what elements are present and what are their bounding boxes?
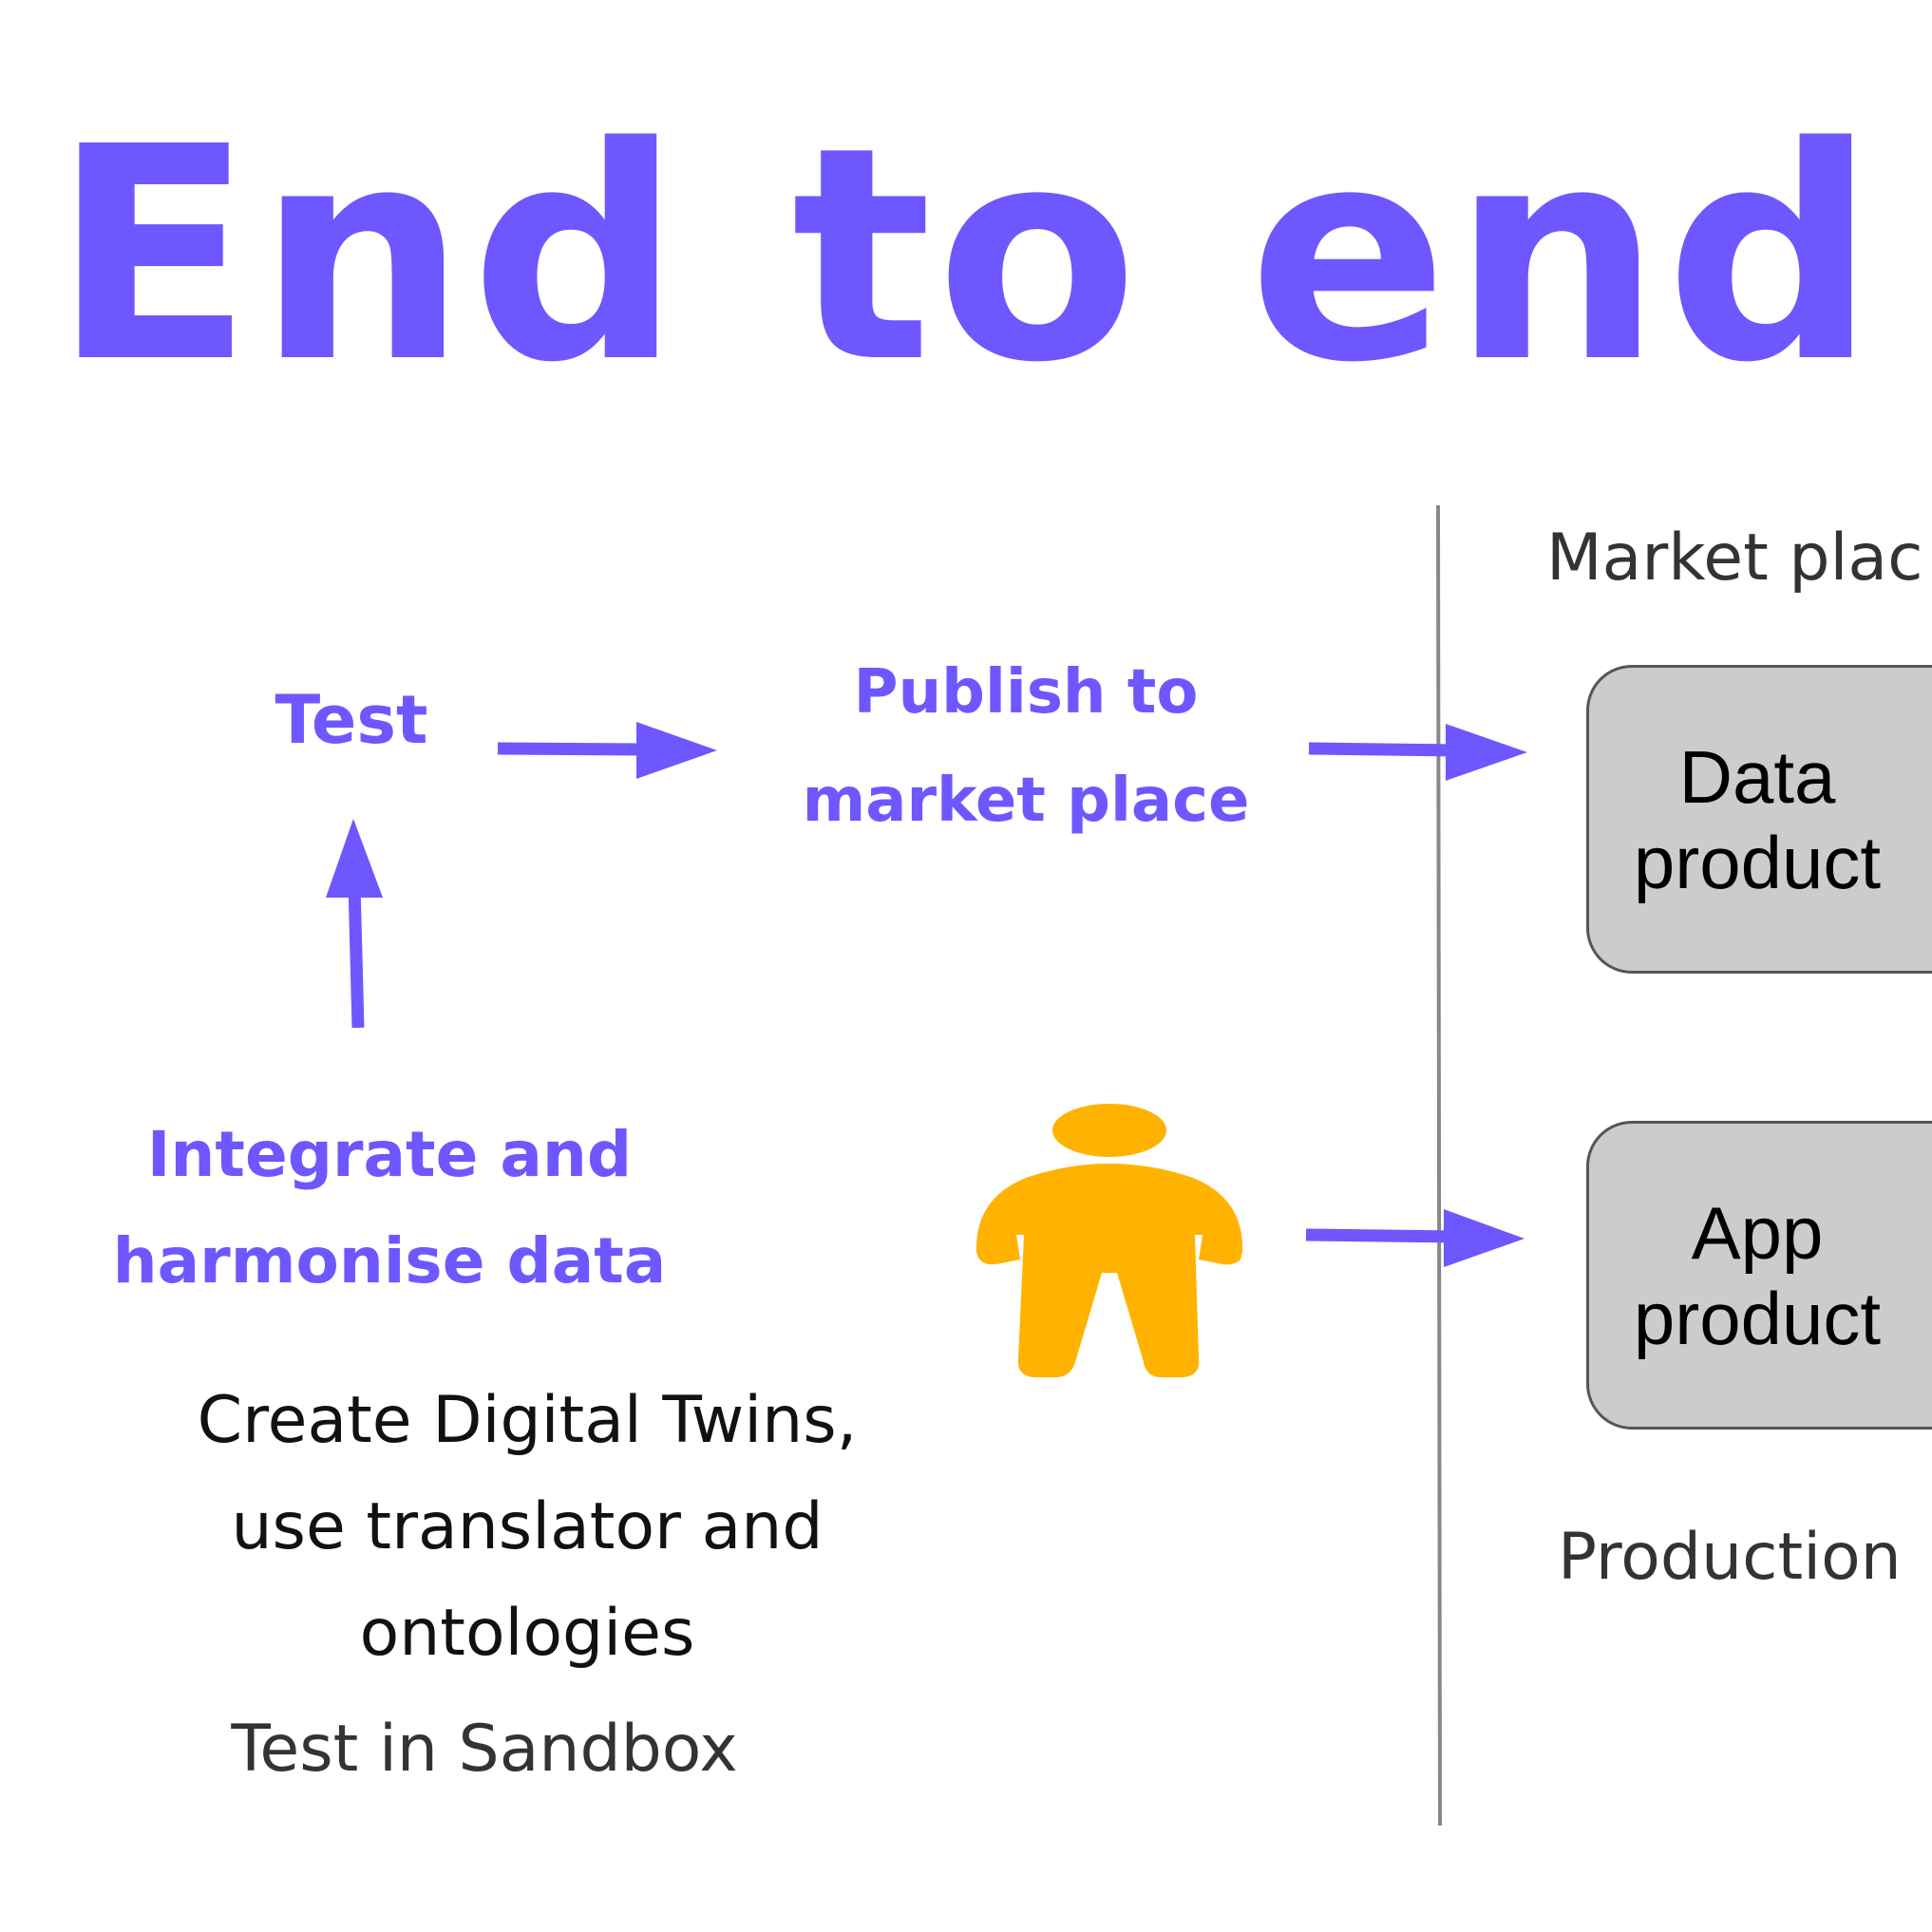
step-integrate-line1: Integrate and: [146, 1118, 633, 1191]
data-product-label: Data product: [1633, 734, 1882, 904]
description-text: Create Digital Twins, use translator and…: [133, 1368, 921, 1687]
arrow-publish-to-data-product: [1308, 724, 1527, 781]
step-publish-line1: Publish to: [853, 657, 1199, 728]
description-line3: ontologies: [359, 1596, 695, 1671]
arrow-integrate-to-test: [326, 819, 383, 1029]
step-publish-line2: market place: [802, 766, 1250, 836]
step-integrate-label: Integrate and harmonise data: [85, 1102, 693, 1315]
arrow-person-to-app-product: [1305, 1209, 1525, 1267]
description-line2: use translator and: [231, 1489, 824, 1564]
person-icon: [975, 1104, 1243, 1377]
step-publish-label: Publish to market place: [760, 638, 1292, 855]
marketplace-label: Market plac: [1546, 521, 1923, 596]
app-product-label: App product: [1633, 1190, 1882, 1360]
data-product-box: Data product: [1586, 665, 1932, 974]
description-line1: Create Digital Twins,: [197, 1383, 858, 1458]
app-product-box: App product: [1586, 1121, 1932, 1430]
page-title: End to end: [51, 85, 1881, 427]
sandbox-label: Test in Sandbox: [231, 1712, 738, 1787]
step-test-label: Test: [275, 681, 428, 759]
production-label: Production: [1558, 1520, 1902, 1595]
step-integrate-line2: harmonise data: [112, 1224, 667, 1297]
section-divider: [1436, 504, 1442, 1827]
arrow-test-to-publish: [497, 722, 717, 779]
